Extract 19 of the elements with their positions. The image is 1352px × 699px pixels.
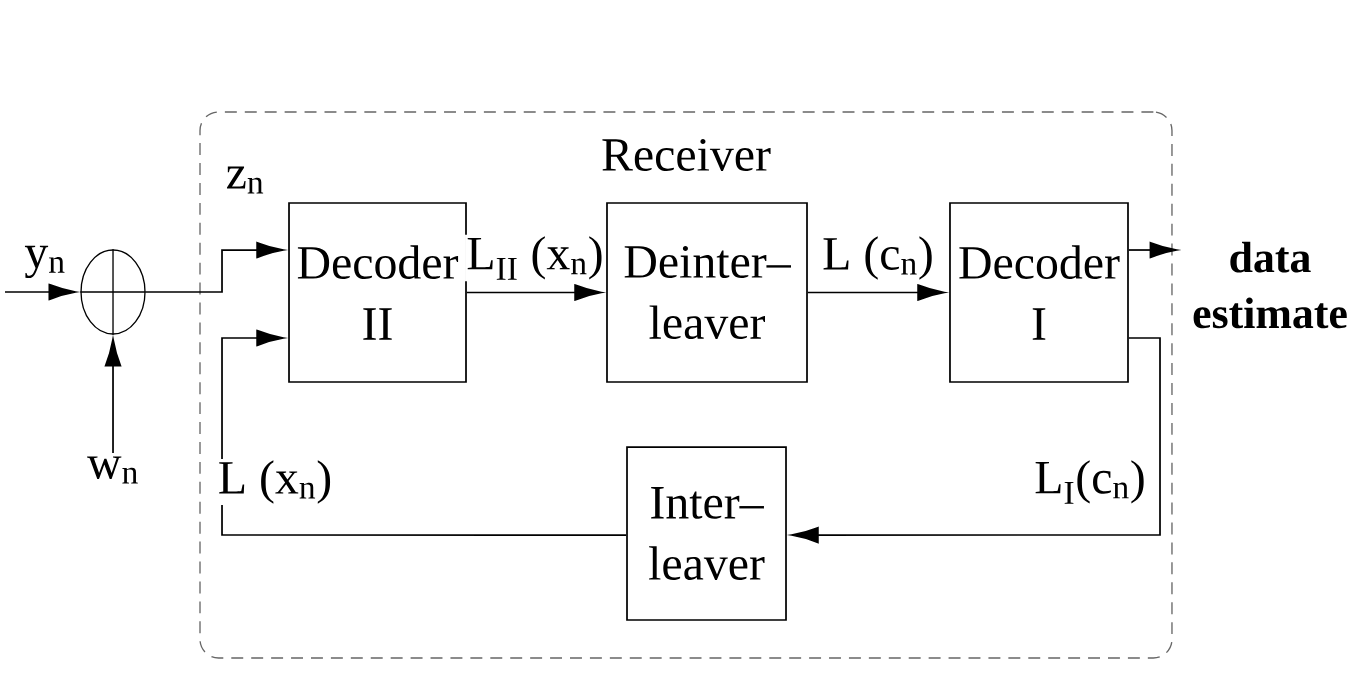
arrow xyxy=(144,241,285,293)
edge-label: L$_{II}$ (x$_{n}$) xyxy=(465,234,605,282)
signal-label: w$_{n}$ xyxy=(87,456,138,484)
decoder-box: Decoder I xyxy=(949,202,1129,383)
output-label: data estimate xyxy=(1193,241,1347,329)
arrow xyxy=(221,329,627,536)
edge-label: L (c$_{n}$) xyxy=(820,235,936,281)
edge-label: y$_{n}$ xyxy=(23,244,67,280)
edge-label: L$_{I}$(c$_{n}$) xyxy=(1032,458,1148,506)
arrow xyxy=(1128,241,1178,259)
deinterleaver-box: Deinter– leaver xyxy=(606,202,808,383)
arrow xyxy=(4,283,77,301)
edge-label: L (x$_{n}$) xyxy=(216,459,334,505)
interleaver-box: Inter– leaver xyxy=(626,446,787,621)
arrow xyxy=(790,337,1161,544)
adder-symbol xyxy=(79,248,147,336)
decoder-box: Decoder II xyxy=(288,202,467,383)
arrow xyxy=(104,338,122,454)
edge-label: z$_{n}$ xyxy=(224,165,266,195)
